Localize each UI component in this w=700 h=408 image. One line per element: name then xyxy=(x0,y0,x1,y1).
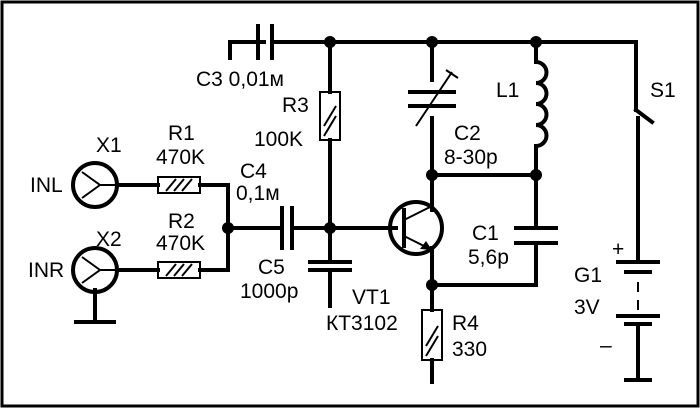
junction-dots xyxy=(222,36,542,291)
label-r3-name: R3 xyxy=(282,94,309,117)
capacitor-c5 xyxy=(308,260,352,272)
labels: C3 0,01м R3 100K L1 S1 C2 8-30p X1 R1 47… xyxy=(28,68,676,361)
resistor-r4 xyxy=(421,309,443,361)
capacitor-c3 xyxy=(256,24,274,60)
capacitor-c4 xyxy=(280,206,294,250)
label-c5-value: 1000p xyxy=(240,280,298,303)
label-s1: S1 xyxy=(650,79,676,102)
label-r1-name: R1 xyxy=(168,122,195,145)
label-vt1-value: КТ3102 xyxy=(326,312,398,335)
label-inl: INL xyxy=(30,174,63,197)
label-r4-name: R4 xyxy=(452,312,479,335)
label-battery-plus: + xyxy=(612,238,624,261)
label-c4-name: C4 xyxy=(240,160,267,183)
label-x2: X2 xyxy=(96,228,122,251)
inductor-l1 xyxy=(533,59,549,149)
label-r2-value: 470K xyxy=(156,232,205,255)
label-battery-minus: – xyxy=(600,334,612,357)
label-c2-name: C2 xyxy=(454,122,481,145)
label-x1: X1 xyxy=(96,134,122,157)
label-r4-value: 330 xyxy=(452,338,487,361)
label-c4-value: 0,1м xyxy=(236,182,280,205)
label-r3-value: 100K xyxy=(254,128,303,151)
label-g1-value: 3V xyxy=(574,296,600,319)
label-c2-value: 8-30p xyxy=(444,146,498,169)
jack-x2 xyxy=(71,246,119,294)
jack-x1 xyxy=(71,161,119,209)
label-vt1-name: VT1 xyxy=(352,286,391,309)
label-c3: C3 0,01м xyxy=(196,68,284,91)
resistor-r2 xyxy=(157,261,201,279)
label-c5-name: C5 xyxy=(258,256,285,279)
label-g1-name: G1 xyxy=(574,264,602,287)
capacitor-c1 xyxy=(514,226,558,245)
label-inr: INR xyxy=(28,259,64,282)
label-r1-value: 470K xyxy=(156,146,205,169)
label-c1-name: C1 xyxy=(472,222,499,245)
transistor-vt1 xyxy=(388,200,444,256)
label-l1: L1 xyxy=(496,79,519,102)
battery-g1 xyxy=(616,260,660,382)
switch-s1 xyxy=(633,107,655,125)
label-c1-value: 5,6p xyxy=(468,246,509,269)
resistor-r1 xyxy=(157,176,201,194)
resistor-r3 xyxy=(319,91,341,141)
label-r2-name: R2 xyxy=(168,210,195,233)
variable-capacitor-c2 xyxy=(408,69,459,127)
